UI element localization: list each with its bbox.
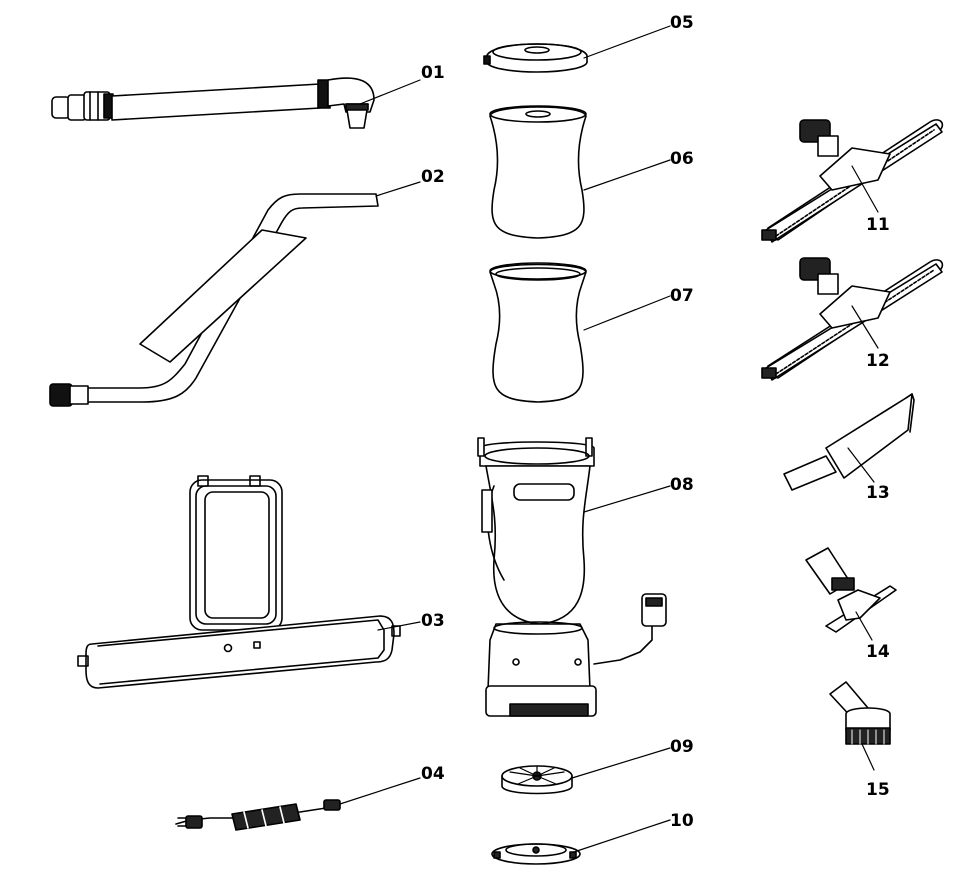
part-08-callout: 08 [583,475,694,513]
part-02-callout: 02 [375,167,445,197]
part-label: 02 [421,167,445,187]
part-14-callout: 14 [855,611,890,662]
part-01-elbow-wand [52,78,374,128]
part-label: 01 [421,63,445,83]
part-03-harness-frame [78,476,400,688]
part-11-callout: 11 [851,165,890,235]
part-10-exhaust-cover [492,844,580,864]
part-07-callout: 07 [583,286,694,331]
part-04-callout: 04 [339,764,445,805]
part-05-lid [484,44,587,72]
part-label: 08 [670,475,694,495]
part-08-main-body [478,438,666,716]
part-12-floor-brush [762,258,942,380]
part-09-motor-filter [502,766,572,794]
part-label: 07 [670,286,694,306]
part-02-bent-wand [50,194,378,406]
part-label: 05 [670,13,694,33]
part-14-upholstery-tool [806,548,896,632]
part-label: 11 [866,215,890,235]
part-label: 06 [670,149,694,169]
part-15-callout: 15 [861,743,890,800]
part-05-callout: 05 [583,13,694,59]
part-label: 12 [866,351,890,371]
part-01-callout: 01 [359,63,445,105]
part-09-callout: 09 [571,737,694,779]
part-04-power-cord [176,800,340,830]
part-10-callout: 10 [573,811,694,853]
part-13-crevice-tool [784,394,914,490]
part-06-filter-bag [490,106,586,238]
part-11-floor-tool [762,120,942,242]
part-label: 03 [421,611,445,631]
part-label: 10 [670,811,694,831]
part-label: 14 [866,642,890,662]
part-label: 13 [866,483,890,503]
part-12-callout: 12 [851,305,890,371]
part-label: 09 [670,737,694,757]
part-06-callout: 06 [583,149,694,191]
part-07-cloth-filter [490,263,586,402]
part-label: 15 [866,780,890,800]
part-03-callout: 03 [377,611,445,631]
part-label: 04 [421,764,445,784]
part-13-callout: 13 [847,447,890,503]
part-15-dusting-brush [830,682,890,744]
